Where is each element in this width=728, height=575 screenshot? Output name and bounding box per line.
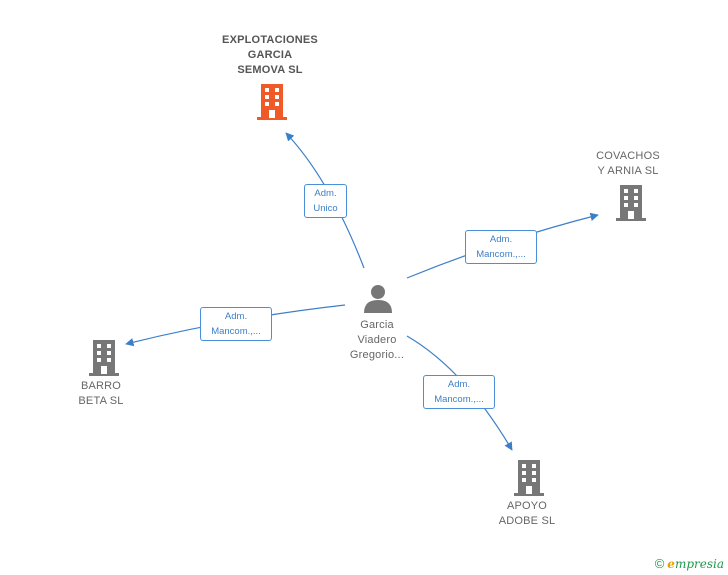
company-label-covachos[interactable]: COVACHOS Y ARNIA SL [596,150,660,177]
company-label-barro[interactable]: BARRO BETA SL [78,380,124,407]
relation-label-explotaciones[interactable]: Adm. Unico [304,184,347,218]
relation-label-covachos[interactable]: Adm. Mancom.,... [465,230,537,264]
building-icon[interactable] [513,460,545,496]
building-icon[interactable] [88,340,120,376]
company-label-explotaciones[interactable]: EXPLOTACIONES GARCIA SEMOVA SL [222,34,318,76]
center-person-label[interactable]: Garcia Viadero Gregorio... [349,319,405,361]
copyright-symbol: © [654,556,665,571]
building-icon[interactable] [256,84,288,120]
brand-logo[interactable]: empresia [667,556,724,571]
building-icon[interactable] [615,185,647,221]
relation-label-barro[interactable]: Adm. Mancom.,... [200,307,272,341]
relation-label-apoyo[interactable]: Adm. Mancom.,... [423,375,495,409]
footer-brand: © empresia [655,556,724,571]
company-label-apoyo[interactable]: APOYO ADOBE SL [498,500,556,527]
person-icon[interactable] [362,283,394,313]
